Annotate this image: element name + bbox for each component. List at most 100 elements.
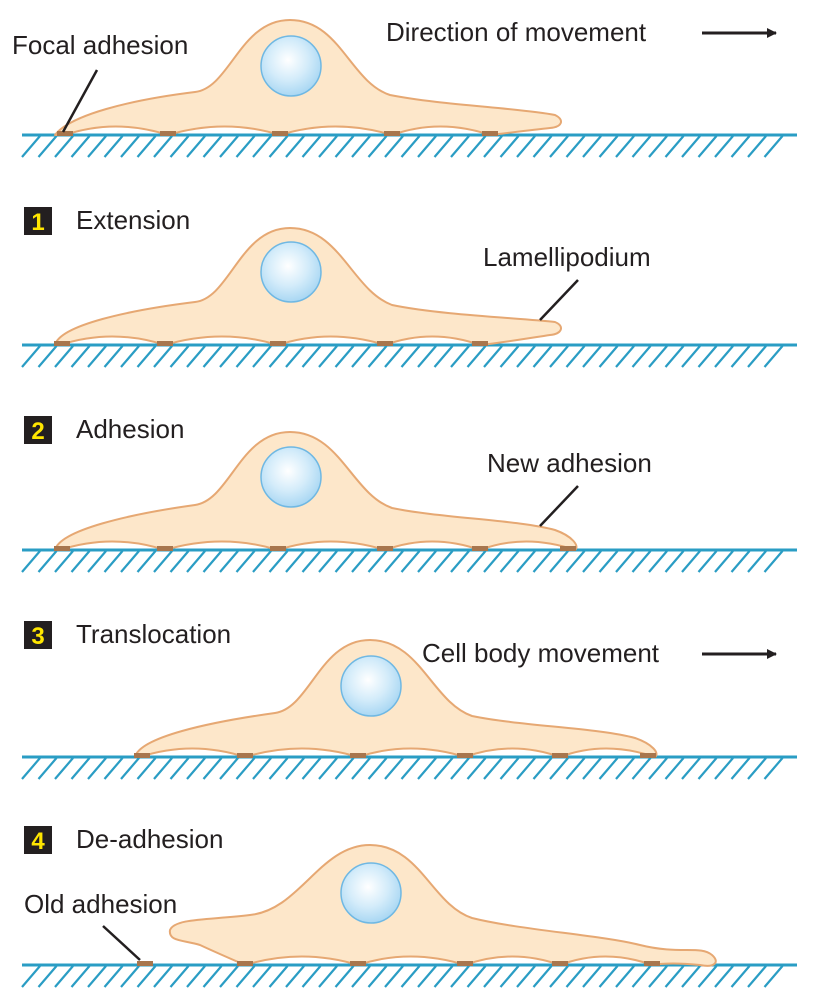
substrate-hatch xyxy=(318,757,338,780)
substrate-hatch xyxy=(763,550,784,573)
substrate xyxy=(21,548,797,573)
substrate-hatch xyxy=(499,965,520,988)
substrate-hatch xyxy=(153,965,173,988)
substrate-hatch xyxy=(54,135,74,158)
step-number: 4 xyxy=(31,828,45,855)
new-adhesion-pointer xyxy=(539,485,579,527)
substrate-hatch xyxy=(37,345,58,368)
substrate-hatch xyxy=(631,965,652,988)
substrate-hatch xyxy=(549,550,569,573)
adhesion-point xyxy=(54,546,70,551)
substrate-hatch xyxy=(103,135,124,158)
adhesion-point xyxy=(160,131,176,136)
nucleus xyxy=(260,241,322,303)
substrate-hatch xyxy=(615,345,635,368)
step-number-box xyxy=(24,621,52,649)
substrate-hatch xyxy=(136,965,157,988)
substrate-hatch xyxy=(532,965,553,988)
substrate-hatch xyxy=(70,550,91,573)
substrate-hatch xyxy=(334,965,355,988)
substrate-hatch xyxy=(532,550,553,573)
substrate-hatch xyxy=(219,965,239,988)
cell-body-movement-label: Cell body movement xyxy=(422,638,660,668)
substrate-hatch xyxy=(301,550,322,573)
substrate-hatch xyxy=(318,135,338,158)
substrate-hatch xyxy=(747,965,767,988)
substrate-hatch xyxy=(730,550,751,573)
nucleus xyxy=(340,862,402,924)
substrate-hatch xyxy=(268,135,289,158)
adhesion-point xyxy=(54,341,70,346)
substrate-hatch xyxy=(697,345,718,368)
substrate-hatch xyxy=(747,757,767,780)
substrate-hatch xyxy=(532,135,553,158)
substrate-hatch xyxy=(763,345,784,368)
substrate-hatch xyxy=(549,345,569,368)
substrate-hatch xyxy=(202,135,223,158)
substrate-hatch xyxy=(169,135,190,158)
substrate-hatch xyxy=(153,550,173,573)
substrate-hatch xyxy=(648,135,668,158)
substrate-hatch xyxy=(549,965,569,988)
substrate-hatch xyxy=(598,135,619,158)
substrate-hatch xyxy=(747,550,767,573)
substrate-hatch xyxy=(499,345,520,368)
adhesion-point xyxy=(237,961,253,966)
substrate-hatch xyxy=(516,550,536,573)
substrate-hatch xyxy=(334,345,355,368)
focal-adhesion-label: Focal adhesion xyxy=(12,30,188,60)
substrate-hatch xyxy=(235,965,256,988)
substrate-hatch xyxy=(730,345,751,368)
substrate-hatch xyxy=(730,965,751,988)
step-title: Translocation xyxy=(76,619,231,649)
substrate-hatch xyxy=(433,550,454,573)
substrate-hatch xyxy=(367,757,388,780)
substrate-hatch xyxy=(681,550,701,573)
substrate-hatch xyxy=(499,757,520,780)
substrate-hatch xyxy=(21,965,41,988)
substrate-hatch xyxy=(120,550,140,573)
adhesion-point xyxy=(57,131,73,136)
substrate-hatch xyxy=(367,550,388,573)
substrate-hatch xyxy=(235,550,256,573)
substrate-hatch xyxy=(763,965,784,988)
substrate-hatch xyxy=(334,757,355,780)
substrate-hatch xyxy=(549,757,569,780)
step-number-box xyxy=(24,826,52,854)
substrate-hatch xyxy=(153,757,173,780)
substrate-hatch xyxy=(598,965,619,988)
substrate-hatch xyxy=(87,965,107,988)
substrate-hatch xyxy=(714,757,734,780)
substrate-hatch xyxy=(186,135,206,158)
substrate-hatch xyxy=(450,757,470,780)
substrate-hatch xyxy=(235,757,256,780)
substrate-hatch xyxy=(301,757,322,780)
substrate-hatch xyxy=(169,965,190,988)
substrate-hatch xyxy=(351,550,371,573)
substrate-hatch xyxy=(631,757,652,780)
substrate-hatch xyxy=(400,345,421,368)
substrate-hatch xyxy=(136,135,157,158)
substrate-hatch xyxy=(301,345,322,368)
adhesion-point xyxy=(472,546,488,551)
substrate-hatch xyxy=(384,345,404,368)
substrate-hatch xyxy=(351,345,371,368)
adhesion-point xyxy=(270,341,286,346)
substrate-hatch xyxy=(301,135,322,158)
substrate-hatch xyxy=(87,550,107,573)
substrate-hatch xyxy=(202,965,223,988)
adhesion-point xyxy=(377,546,393,551)
substrate-hatch xyxy=(450,345,470,368)
substrate-hatch xyxy=(549,135,569,158)
substrate-hatch xyxy=(367,965,388,988)
substrate-hatch xyxy=(400,550,421,573)
substrate-hatch xyxy=(136,757,157,780)
substrate-hatch xyxy=(54,345,74,368)
step-title: Extension xyxy=(76,205,190,235)
substrate-hatch xyxy=(516,135,536,158)
adhesions xyxy=(237,961,660,966)
substrate-hatch xyxy=(730,757,751,780)
substrate-hatch xyxy=(714,550,734,573)
